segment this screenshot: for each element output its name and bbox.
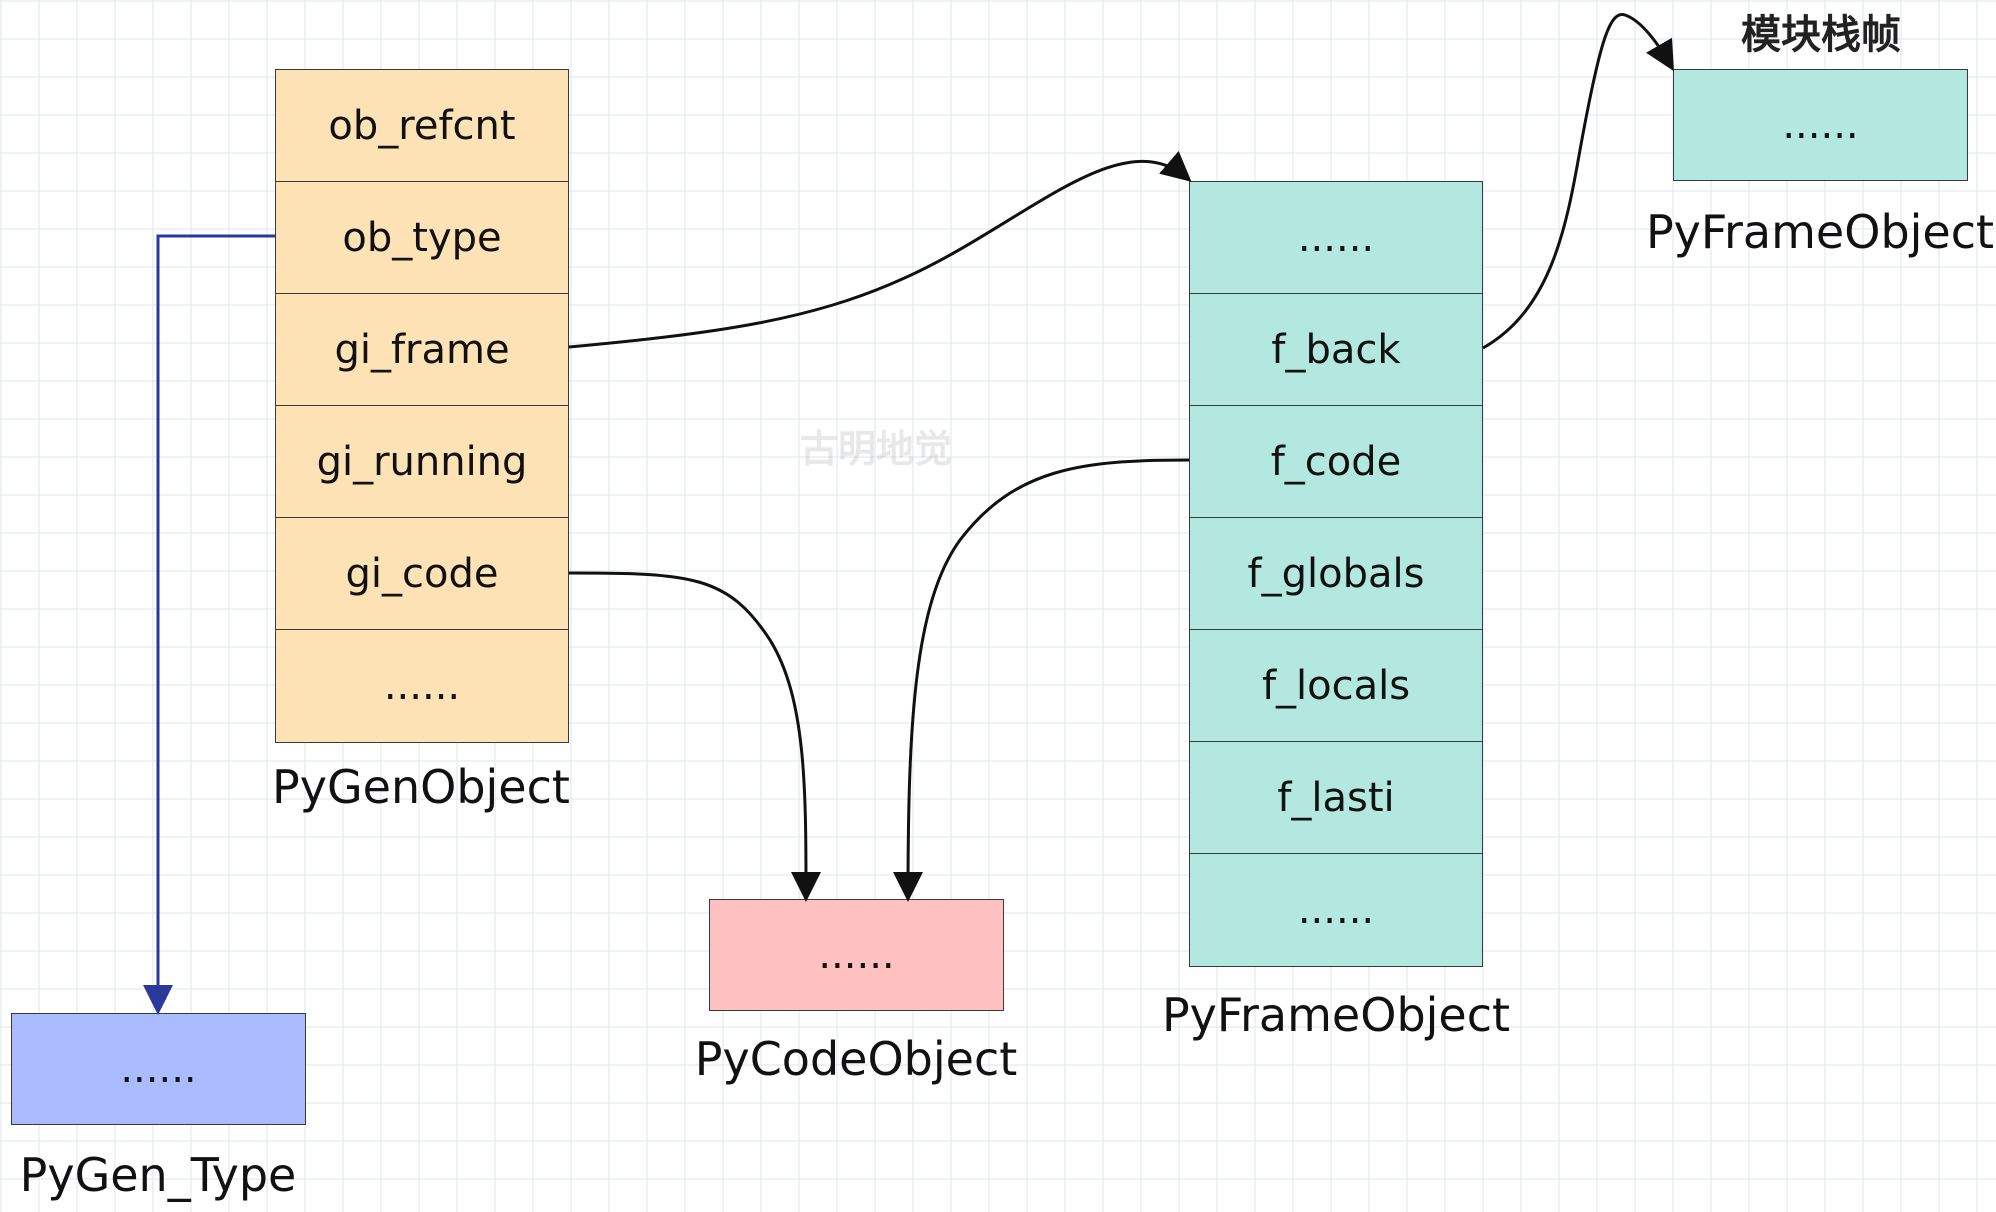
field-f-locals: f_locals	[1189, 629, 1483, 743]
pygen-type-label: PyGen_Type	[19, 1148, 297, 1202]
field-gi-frame: gi_frame	[275, 293, 569, 407]
field-gen-more: ......	[275, 629, 569, 743]
field-f-back: f_back	[1189, 293, 1483, 407]
pygenobject-label: PyGenObject	[272, 760, 570, 814]
pycodeobject-box: ......	[709, 899, 1004, 1011]
arrow-gi-code-to-pycodeobject	[568, 571, 821, 902]
pycodeobject-label: PyCodeObject	[694, 1032, 1018, 1086]
field-frame-tail: ......	[1189, 853, 1483, 967]
field-frame-head: ......	[1189, 181, 1483, 295]
field-f-code: f_code	[1189, 405, 1483, 519]
pygenobject-struct: ob_refcnt ob_type gi_frame gi_running gi…	[275, 69, 569, 743]
module-frame-box: ......	[1673, 69, 1968, 181]
arrow-ob-type-to-pygen-type	[143, 234, 275, 1015]
module-frame-label: PyFrameObject	[1645, 205, 1995, 259]
field-f-lasti: f_lasti	[1189, 741, 1483, 855]
pyframeobject-struct: ...... f_back f_code f_globals f_locals …	[1189, 181, 1483, 967]
field-ob-refcnt: ob_refcnt	[275, 69, 569, 183]
watermark-text: 古明地觉	[800, 427, 953, 471]
arrow-gi-frame-to-pyframeobject	[568, 150, 1192, 349]
arrow-f-back-to-module-frame	[1482, 13, 1674, 350]
module-frame-title: 模块栈帧	[1741, 12, 1901, 58]
field-gi-code: gi_code	[275, 517, 569, 631]
arrow-f-code-to-pycodeobject	[893, 458, 1190, 902]
pyframeobject-label: PyFrameObject	[1161, 988, 1511, 1042]
pygen-type-box: ......	[11, 1013, 306, 1125]
field-ob-type: ob_type	[275, 181, 569, 295]
field-f-globals: f_globals	[1189, 517, 1483, 631]
